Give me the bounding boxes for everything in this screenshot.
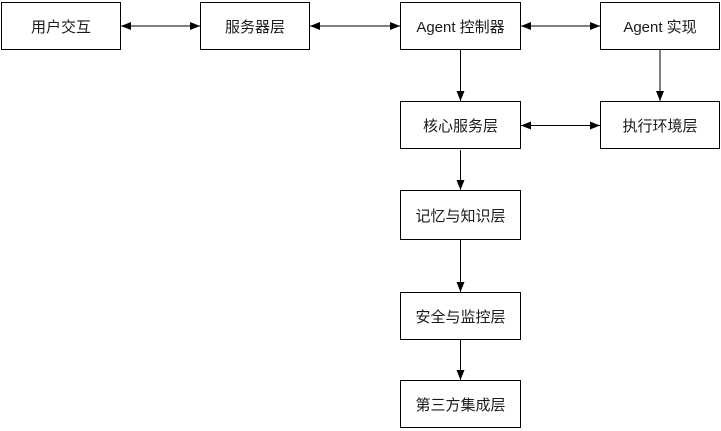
node-server-layer-label: 服务器层 — [224, 18, 285, 36]
node-security-monitoring-layer[interactable]: 安全与监控层 — [400, 292, 521, 340]
node-execution-environment-layer-label: 执行环境层 — [622, 117, 698, 135]
node-third-party-integration-layer-label: 第三方集成层 — [415, 396, 506, 414]
node-memory-knowledge-layer-label: 记忆与知识层 — [415, 207, 506, 225]
node-third-party-integration-layer[interactable]: 第三方集成层 — [400, 380, 521, 428]
node-memory-knowledge-layer[interactable]: 记忆与知识层 — [400, 190, 521, 240]
node-core-service-layer[interactable]: 核心服务层 — [400, 101, 521, 149]
node-agent-controller[interactable]: Agent 控制器 — [400, 2, 521, 50]
node-user-interaction-label: 用户交互 — [30, 18, 91, 36]
node-server-layer[interactable]: 服务器层 — [200, 2, 310, 50]
node-core-service-layer-label: 核心服务层 — [422, 117, 498, 135]
node-agent-implementation[interactable]: Agent 实现 — [600, 2, 720, 50]
node-user-interaction[interactable]: 用户交互 — [1, 2, 121, 50]
node-agent-controller-label: Agent 控制器 — [416, 18, 505, 36]
node-execution-environment-layer[interactable]: 执行环境层 — [600, 101, 720, 149]
node-agent-implementation-label: Agent 实现 — [623, 18, 697, 36]
node-security-monitoring-layer-label: 安全与监控层 — [415, 308, 506, 326]
